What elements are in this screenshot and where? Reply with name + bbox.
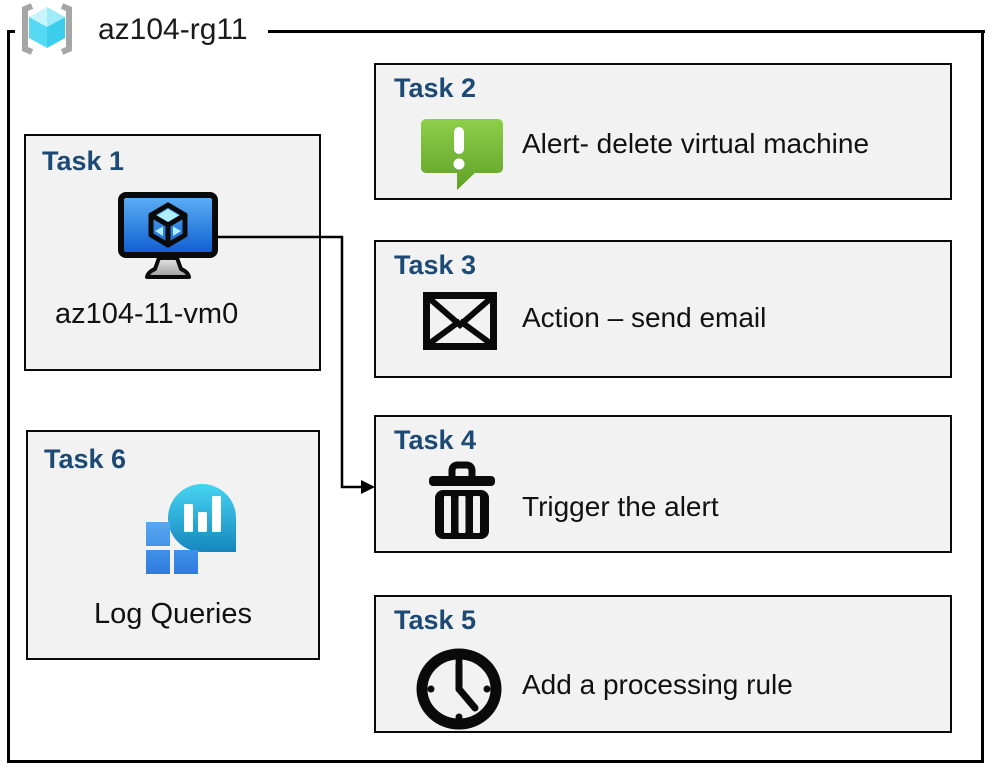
task4-label: Trigger the alert: [522, 491, 719, 522]
task1-label: az104-11-vm0: [55, 298, 239, 330]
task6-box: Task 6 Log Queries: [26, 430, 320, 660]
task5-title: Task 5: [394, 605, 477, 635]
task1-box: Task 1 az104-11-vm0: [24, 134, 321, 371]
task2-box: Task 2 Alert- delete virtual machine: [374, 63, 952, 200]
task2-title: Task 2: [394, 73, 477, 103]
clock-icon: [416, 648, 502, 730]
log-analytics-icon: [146, 484, 236, 574]
frame-border-segment: [268, 30, 985, 33]
task6-title: Task 6: [44, 444, 127, 474]
task4-box: Task 4 Trigger the alert: [374, 415, 952, 553]
task4-title: Task 4: [394, 425, 477, 455]
trash-icon: [429, 461, 495, 539]
task5-box: Task 5 Add a processing rule: [374, 595, 952, 733]
alert-icon: [421, 119, 503, 190]
task1-title: Task 1: [42, 146, 125, 176]
resource-group-icon: [22, 3, 72, 55]
resource-group-label: az104-rg11: [98, 13, 248, 46]
frame-border-segment: [7, 30, 15, 33]
task2-label: Alert- delete virtual machine: [522, 128, 870, 159]
task3-title: Task 3: [394, 250, 477, 280]
task5-label: Add a processing rule: [522, 669, 793, 700]
virtual-machine-icon: [118, 192, 218, 279]
task3-label: Action – send email: [522, 302, 767, 333]
email-icon: [423, 292, 497, 350]
task3-box: Task 3 Action – send email: [374, 240, 952, 378]
task6-label: Log Queries: [94, 598, 252, 630]
